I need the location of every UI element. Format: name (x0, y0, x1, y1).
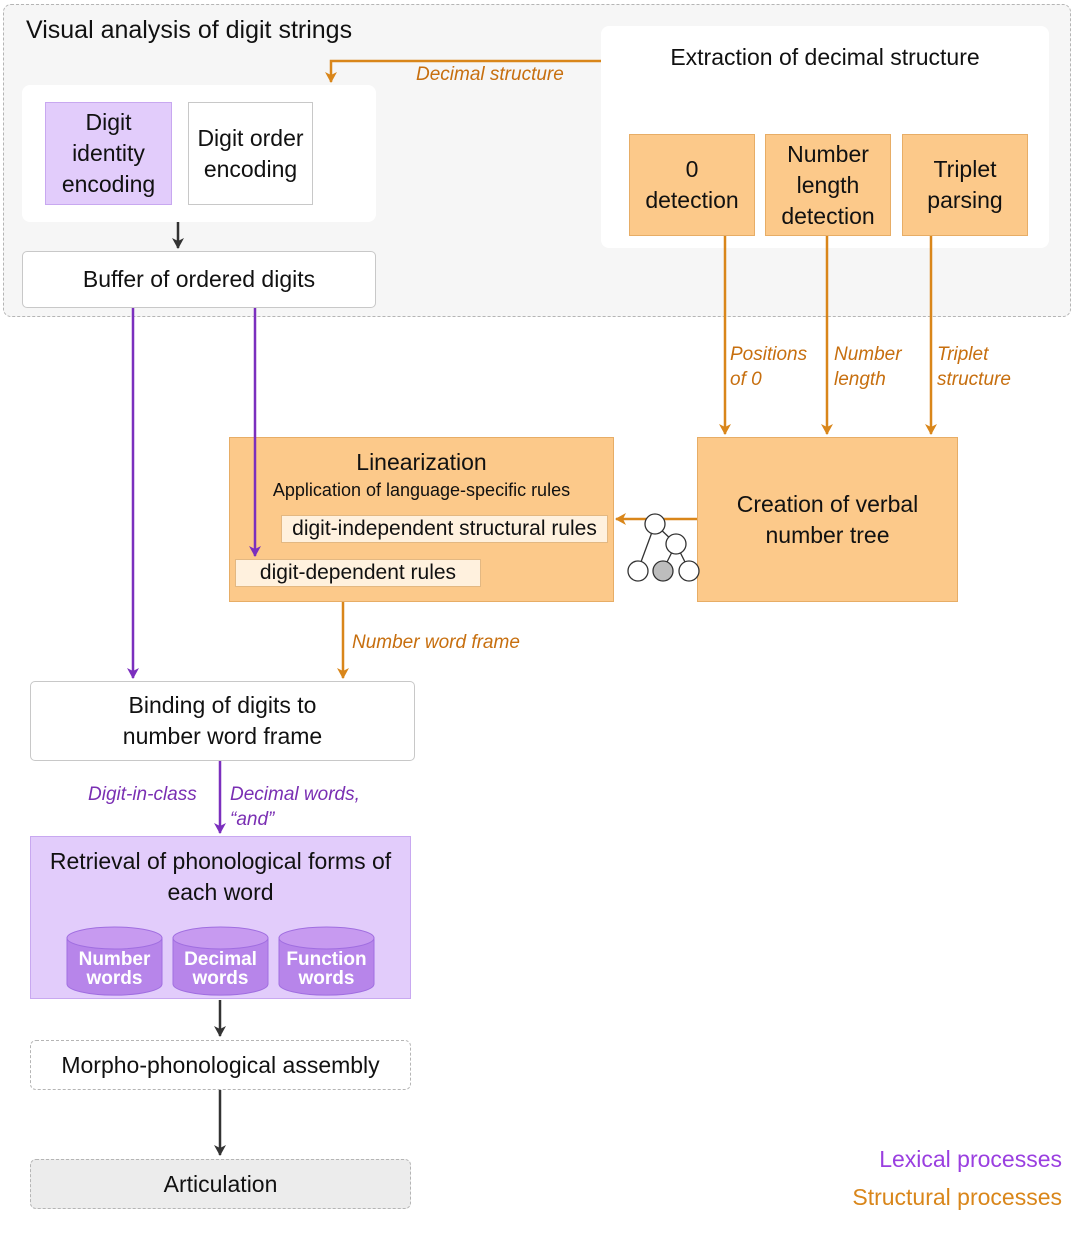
articulation-label: Articulation (163, 1170, 278, 1197)
visual-analysis-title: Visual analysis of digit strings (26, 16, 353, 44)
decimal-structure-label: Decimal structure (416, 64, 564, 85)
zero-detection-label: 0 detection (645, 156, 739, 213)
function-words-store: Function words (278, 926, 375, 996)
legend-lexical: Lexical processes (879, 1146, 1062, 1172)
digit-order-encoding-label: Digit order encoding (197, 124, 304, 182)
buffer-box: Buffer of ordered digits (22, 251, 376, 308)
digit-in-class-label: Digit-in-class (88, 784, 197, 805)
number-length-detection-box: Number length detection (765, 134, 891, 236)
digit-identity-encoding-label: Digit identity encoding (61, 109, 156, 197)
digit-independent-rules-label: digit-independent structural rules (292, 517, 597, 540)
linearization-title: Linearization (356, 449, 487, 475)
assembly-box: Morpho-phonological assembly (30, 1040, 411, 1090)
retrieval-title: Retrieval of phonological forms of each … (49, 848, 392, 905)
number-tree-box: Creation of verbal number tree (697, 437, 958, 602)
digit-order-encoding-box: Digit order encoding (188, 102, 313, 205)
digit-dependent-rules-label: digit-dependent rules (259, 561, 457, 584)
digit-dependent-rules-box: digit-dependent rules (235, 559, 481, 587)
positions-of-0-label: Positions of 0 (730, 344, 808, 390)
decimal-words-and-label: Decimal words, “and” (230, 784, 360, 830)
number-word-frame-label: Number word frame (352, 632, 520, 653)
number-words-store: Number words (66, 926, 163, 996)
linearization-subtitle: Application of language-specific rules (272, 480, 571, 500)
number-length-label: Number length (834, 344, 902, 390)
digit-independent-rules-box: digit-independent structural rules (281, 515, 608, 543)
digit-identity-encoding-box: Digit identity encoding (45, 102, 172, 205)
zero-detection-box: 0 detection (629, 134, 755, 236)
triplet-parsing-box: Triplet parsing (902, 134, 1028, 236)
buffer-label: Buffer of ordered digits (82, 266, 316, 292)
cylinder-icon (278, 926, 375, 996)
extraction-title: Extraction of decimal structure (670, 44, 980, 70)
binding-box: Binding of digits to number word frame (30, 681, 415, 761)
decimal-words-label: Decimal words (184, 949, 257, 989)
function-words-label: Function words (286, 949, 367, 989)
binding-label: Binding of digits to number word frame (122, 692, 323, 749)
tree-icon (627, 513, 700, 582)
triplet-parsing-label: Triplet parsing (927, 156, 1003, 213)
articulation-box: Articulation (30, 1159, 411, 1209)
cylinder-icon (66, 926, 163, 996)
triplet-structure-label: Triplet structure (937, 344, 1011, 390)
legend-structural: Structural processes (852, 1184, 1062, 1210)
number-length-detection-label: Number length detection (781, 140, 875, 229)
number-words-label: Number words (78, 949, 151, 989)
cylinder-icon (172, 926, 269, 996)
decimal-words-store: Decimal words (172, 926, 269, 996)
assembly-label: Morpho-phonological assembly (61, 1051, 380, 1078)
number-tree-label: Creation of verbal number tree (736, 490, 919, 548)
